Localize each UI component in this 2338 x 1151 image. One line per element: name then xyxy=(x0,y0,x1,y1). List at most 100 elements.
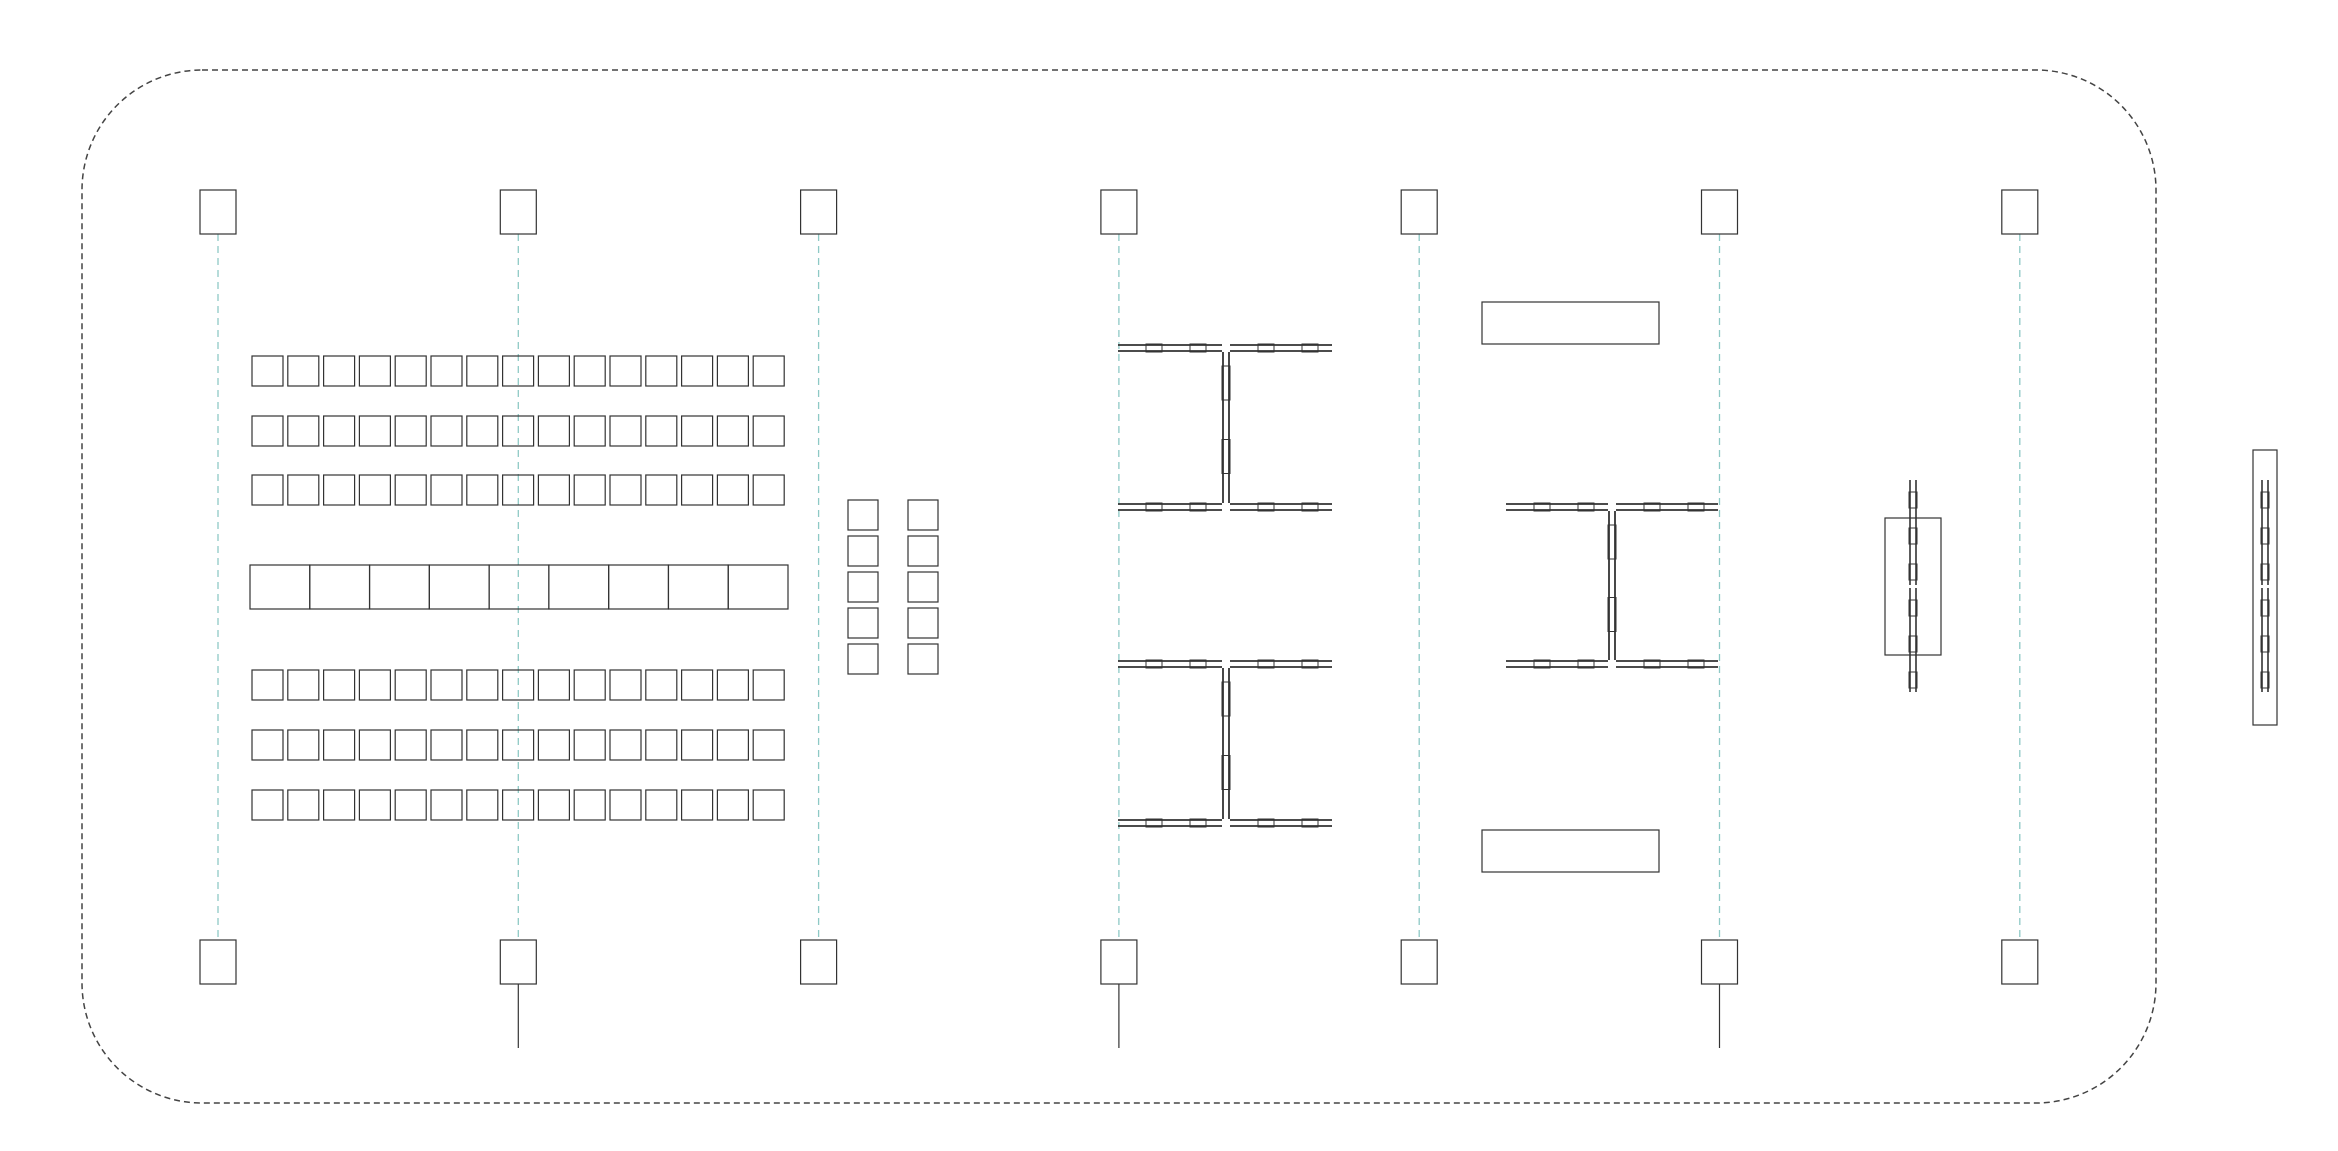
seat xyxy=(394,474,427,506)
desk-cluster xyxy=(1118,343,1332,512)
seat xyxy=(573,669,606,701)
side-seating xyxy=(847,499,939,675)
stage-platform xyxy=(249,564,789,610)
counter-table xyxy=(1481,301,1660,345)
seat xyxy=(466,669,499,701)
seat xyxy=(680,474,714,506)
seat xyxy=(573,415,606,447)
seat xyxy=(287,669,320,701)
seat xyxy=(609,789,642,821)
bench-chair xyxy=(1189,343,1207,353)
seat xyxy=(430,415,463,447)
seat xyxy=(645,669,678,701)
bench-chair xyxy=(1145,343,1163,353)
bench-chair xyxy=(2260,527,2270,545)
bench-chair xyxy=(2260,599,2270,617)
seat xyxy=(466,474,499,506)
seat xyxy=(251,415,284,447)
column-top xyxy=(799,189,838,235)
bench-chair xyxy=(1301,659,1319,669)
seat xyxy=(645,415,678,447)
seat xyxy=(609,669,642,701)
side-seat xyxy=(907,571,939,603)
seat xyxy=(752,729,785,761)
seat xyxy=(251,789,284,821)
seat xyxy=(680,789,714,821)
audience-seating xyxy=(251,355,785,821)
seat xyxy=(287,415,320,447)
stage-panel xyxy=(727,564,789,610)
seat xyxy=(680,415,714,447)
bench-chair xyxy=(1189,659,1207,669)
seat xyxy=(394,729,427,761)
bench-chair xyxy=(2260,563,2270,581)
seat xyxy=(502,789,535,821)
seat xyxy=(716,474,750,506)
bench-chair xyxy=(1908,599,1918,617)
seat xyxy=(645,474,678,506)
seat xyxy=(287,729,320,761)
seat xyxy=(466,355,499,387)
seat xyxy=(752,669,785,701)
seat xyxy=(752,415,785,447)
seat xyxy=(251,474,284,506)
side-seat xyxy=(847,499,879,531)
counter-tables xyxy=(1481,301,1660,873)
column-bottom xyxy=(1400,939,1438,985)
bench-chair xyxy=(1145,502,1163,512)
seat xyxy=(573,355,606,387)
seat xyxy=(323,474,356,506)
seat xyxy=(430,729,463,761)
seat xyxy=(394,669,427,701)
bench-chair xyxy=(1577,502,1595,512)
seat xyxy=(430,669,463,701)
bench-chair xyxy=(1301,343,1319,353)
desk-cluster xyxy=(1118,659,1332,828)
seat xyxy=(537,789,571,821)
bench-chair xyxy=(1908,671,1918,689)
column-center-lines xyxy=(217,234,2021,940)
seat xyxy=(394,415,427,447)
seat xyxy=(287,474,320,506)
structural-columns xyxy=(199,189,2039,985)
seat xyxy=(716,669,750,701)
seat xyxy=(537,415,571,447)
seat xyxy=(358,415,391,447)
bench-chair xyxy=(1643,502,1661,512)
column-top xyxy=(1400,189,1438,235)
seat xyxy=(645,729,678,761)
seat xyxy=(680,355,714,387)
bench-chair xyxy=(2260,671,2270,689)
seat xyxy=(287,355,320,387)
side-seat xyxy=(847,607,879,639)
desk-clusters xyxy=(1118,343,1718,828)
seat xyxy=(609,355,642,387)
seat xyxy=(502,669,535,701)
seat xyxy=(287,789,320,821)
bench-chair xyxy=(1908,635,1918,653)
seat xyxy=(323,415,356,447)
seat xyxy=(680,669,714,701)
bench-chair xyxy=(1607,524,1617,560)
seat xyxy=(537,474,571,506)
rotated-desk-unit xyxy=(1884,480,1942,692)
bench-chair xyxy=(1908,491,1918,509)
side-seat xyxy=(847,643,879,675)
counter-table xyxy=(1481,829,1660,873)
bench-chair xyxy=(1643,659,1661,669)
seat xyxy=(716,415,750,447)
bench-chair xyxy=(1189,502,1207,512)
seat xyxy=(430,474,463,506)
seat xyxy=(466,415,499,447)
bench-chair xyxy=(1257,659,1275,669)
bench-chair xyxy=(1687,659,1705,669)
side-seat xyxy=(907,607,939,639)
seat xyxy=(752,474,785,506)
seat xyxy=(609,415,642,447)
column-top xyxy=(199,189,237,235)
column-bottom xyxy=(2001,939,2039,985)
bench-chair xyxy=(1533,502,1551,512)
seat xyxy=(502,355,535,387)
bench-chair xyxy=(1257,818,1275,828)
